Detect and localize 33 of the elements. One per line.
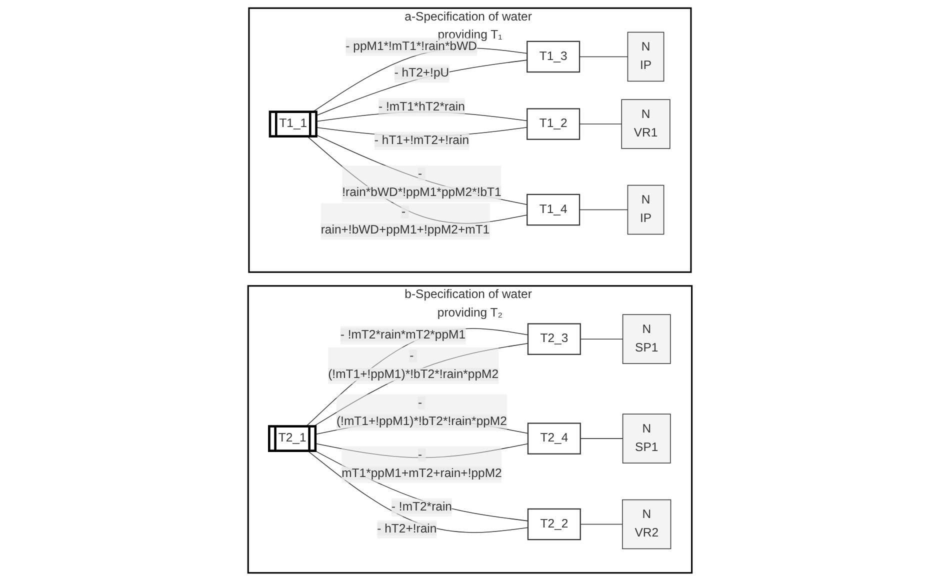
connector: [580, 438, 623, 439]
connector: [578, 209, 628, 210]
node-box: T2_3: [526, 323, 580, 355]
node-box: T1_2: [526, 108, 580, 140]
edge-label: - (!mT1+!ppM1)*!bT2*!rain*ppM2: [328, 350, 498, 381]
edge-label: - !rain*bWD*!ppM1*ppM2*!bT1: [342, 168, 501, 200]
edge-label: - mT1*ppM1+mT2+rain+!ppM2: [341, 448, 502, 480]
edge-label: - hT2+!rain: [376, 522, 436, 536]
connector: [307, 450, 528, 533]
edge-label: - hT2+!pU: [394, 66, 449, 80]
node-box: N IP: [626, 32, 664, 82]
edge-label: - !mT2*rain: [390, 500, 452, 514]
node-box: N SP1: [622, 414, 670, 464]
connector: [314, 443, 528, 458]
node-box: N SP1: [622, 314, 670, 364]
connector: [316, 60, 528, 116]
connector: [578, 56, 628, 58]
node-box: T2_4: [526, 422, 580, 454]
connector: [306, 136, 528, 224]
node-box: N VR1: [620, 99, 670, 149]
node-box: N IP: [626, 184, 664, 235]
edge-label: - hT1+!mT2+!rain: [374, 134, 469, 148]
edge-label: - rain+!bWD+ppM1+!ppM2+mT1: [320, 205, 490, 237]
connector: [580, 338, 623, 340]
edge-label: - ppM1*!mT1*!rain*bWD: [345, 40, 477, 53]
connector: [580, 524, 622, 525]
node-box: T1_3: [526, 40, 580, 73]
node-box: T2_2: [526, 508, 580, 540]
node-box: T1_4: [526, 194, 580, 226]
node-box: N VR2: [622, 499, 671, 550]
edge-label: - (!mT1+!ppM1)*!bT2*!rain*ppM2: [336, 396, 506, 428]
edge-label: - !mT2*rain*mT2*ppM1: [340, 328, 466, 342]
edge-label: - !mT1*hT2*rain: [378, 100, 464, 114]
